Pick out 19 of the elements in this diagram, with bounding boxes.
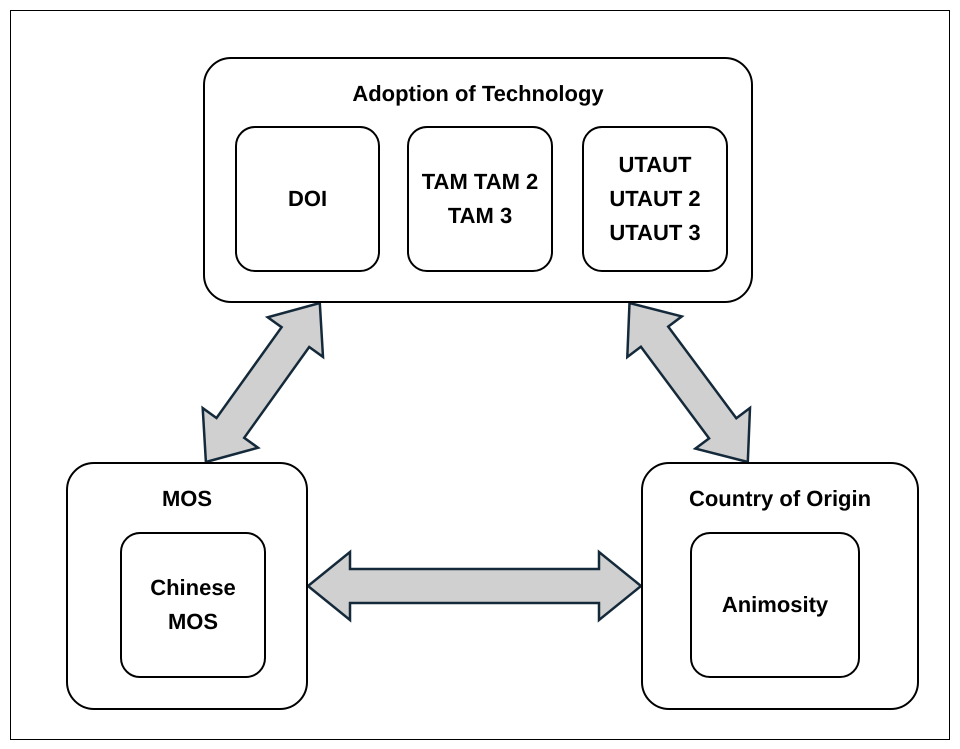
double-arrow — [306, 549, 643, 623]
group-box — [66, 462, 308, 710]
group-title: Adoption of Technology — [351, 80, 605, 108]
group-box — [641, 462, 919, 710]
concept-label: DOI — [286, 185, 328, 213]
concept-box — [235, 126, 380, 272]
concept-label: Chinese MOS — [149, 574, 237, 636]
group-box — [203, 57, 753, 303]
concept-box — [407, 126, 553, 272]
concept-box — [690, 532, 860, 678]
double-arrow — [201, 301, 324, 464]
concept-label: UTAUT UTAUT 2 UTAUT 3 — [608, 151, 702, 247]
double-arrow — [626, 301, 752, 464]
concept-box — [120, 532, 266, 678]
group-title: MOS — [160, 485, 214, 513]
concept-label: Animosity — [720, 591, 830, 619]
group-title: Country of Origin — [688, 485, 872, 513]
concept-box — [582, 126, 728, 272]
concept-label: TAM TAM 2 TAM 3 — [420, 168, 540, 230]
